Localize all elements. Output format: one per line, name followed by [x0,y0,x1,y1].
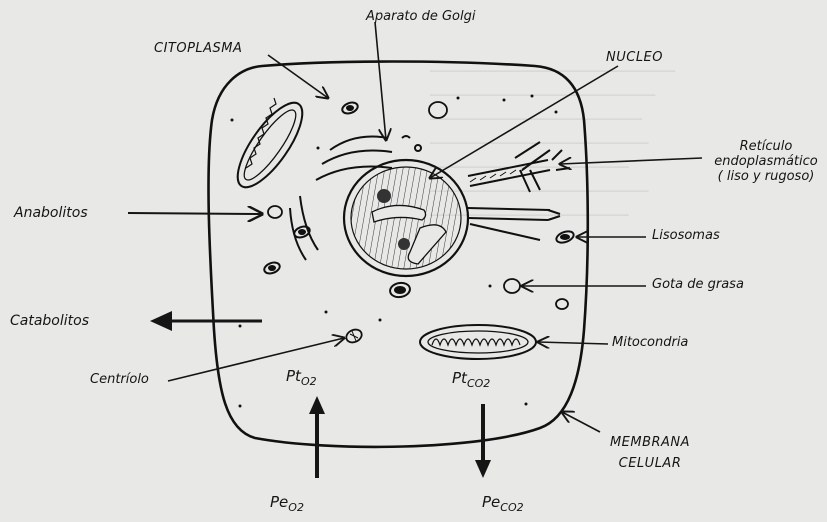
catabolites-arrow [150,311,262,331]
label-pe-co2: PeCO2 [482,494,524,515]
label-golgi: Aparato de Golgi [366,10,476,25]
mitochondrion-left [227,94,314,197]
label-reticulum-line3: ( liso y rugoso) [706,170,826,185]
label-anabolites: Anabolitos [14,205,88,221]
nucleus [344,160,468,276]
label-nucleus: NUCLEO [606,51,663,66]
label-cytoplasm: CITOPLASMA [154,42,242,57]
label-pe-o2: PeO2 [270,494,304,515]
label-reticulum-line1: Retículo [706,140,826,155]
label-lysosomes: Lisosomas [652,229,720,244]
label-membrane-line1: MEMBRANA [594,436,706,451]
label-pe-co2-sub: CO2 [500,501,523,514]
endoplasmic-reticulum [468,142,570,240]
label-pt-co2-base: Pt [452,369,467,387]
label-catabolites: Catabolitos [10,313,89,329]
label-pt-co2: PtCO2 [452,370,490,391]
label-reticulum-line2: endoplasmático [706,155,826,170]
o2-arrow [309,396,325,478]
label-reticulum: Retículo endoplasmático ( liso y rugoso) [706,140,826,185]
label-membrane: MEMBRANA CELULAR [594,436,706,472]
label-pe-o2-sub: O2 [288,501,304,514]
label-mitochondria: Mitocondria [612,336,688,351]
label-pt-o2-sub: O2 [301,375,317,388]
centriole [344,327,364,345]
label-fat-drop: Gota de grasa [652,278,744,293]
mitochondrion-lower [420,325,536,359]
label-pt-o2: PtO2 [286,368,317,389]
label-centriole: Centríolo [90,373,149,388]
label-pe-o2-base: Pe [270,493,288,511]
label-pt-o2-base: Pt [286,367,301,385]
label-membrane-line2: CELULAR [594,457,706,472]
label-pt-co2-sub: CO2 [467,377,490,390]
label-pe-co2-base: Pe [482,493,500,511]
